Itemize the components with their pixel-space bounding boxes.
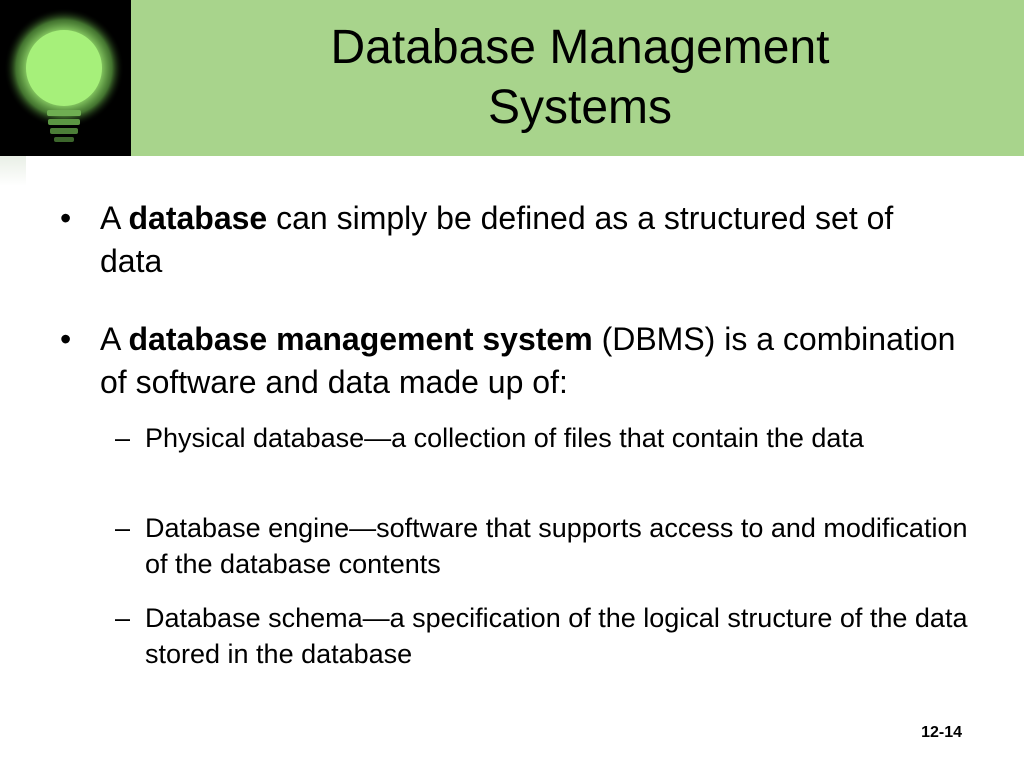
- bullet-item: • A database can simply be defined as a …: [60, 197, 960, 283]
- sub-bullet-item: – Physical database—a collection of file…: [115, 420, 975, 456]
- bullet-mark: •: [60, 321, 72, 357]
- bullet-prefix: A: [100, 321, 129, 357]
- bullet-term: database management system: [128, 321, 593, 357]
- slide-title: Database Management Systems: [180, 18, 980, 138]
- bullet-rest: (DBMS) is a combination of software and …: [100, 321, 956, 400]
- header-band: [0, 0, 1024, 156]
- dash-mark: –: [115, 513, 131, 543]
- logo-panel: [0, 0, 131, 156]
- bullet-rest: can simply be defined as a structured se…: [100, 200, 894, 279]
- bullet-mark: •: [60, 200, 72, 236]
- bullet-term: database: [128, 200, 268, 236]
- sub-bullet-item: – Database engine—software that supports…: [115, 510, 975, 582]
- sub-bullet-text: Database schema—a specification of the l…: [145, 603, 968, 669]
- bullet-item: • A database management system (DBMS) is…: [60, 318, 960, 404]
- sub-bullet-text: Physical database—a collection of files …: [145, 423, 864, 453]
- bullet-prefix: A: [100, 200, 129, 236]
- dash-mark: –: [115, 423, 131, 453]
- dash-mark: –: [115, 603, 131, 633]
- slide-number: 12-14: [921, 724, 962, 741]
- title-line-2: Systems: [487, 81, 673, 134]
- header-shadow: [0, 156, 26, 186]
- title-line-1: Database Management: [330, 21, 830, 74]
- lightbulb-icon: [0, 0, 131, 156]
- bullet-text: A database can simply be defined as a st…: [100, 197, 960, 283]
- sub-bullet-text: Database engine—software that supports a…: [145, 513, 968, 579]
- bullet-text: A database management system (DBMS) is a…: [100, 318, 960, 404]
- sub-bullet-item: – Database schema—a specification of the…: [115, 600, 975, 672]
